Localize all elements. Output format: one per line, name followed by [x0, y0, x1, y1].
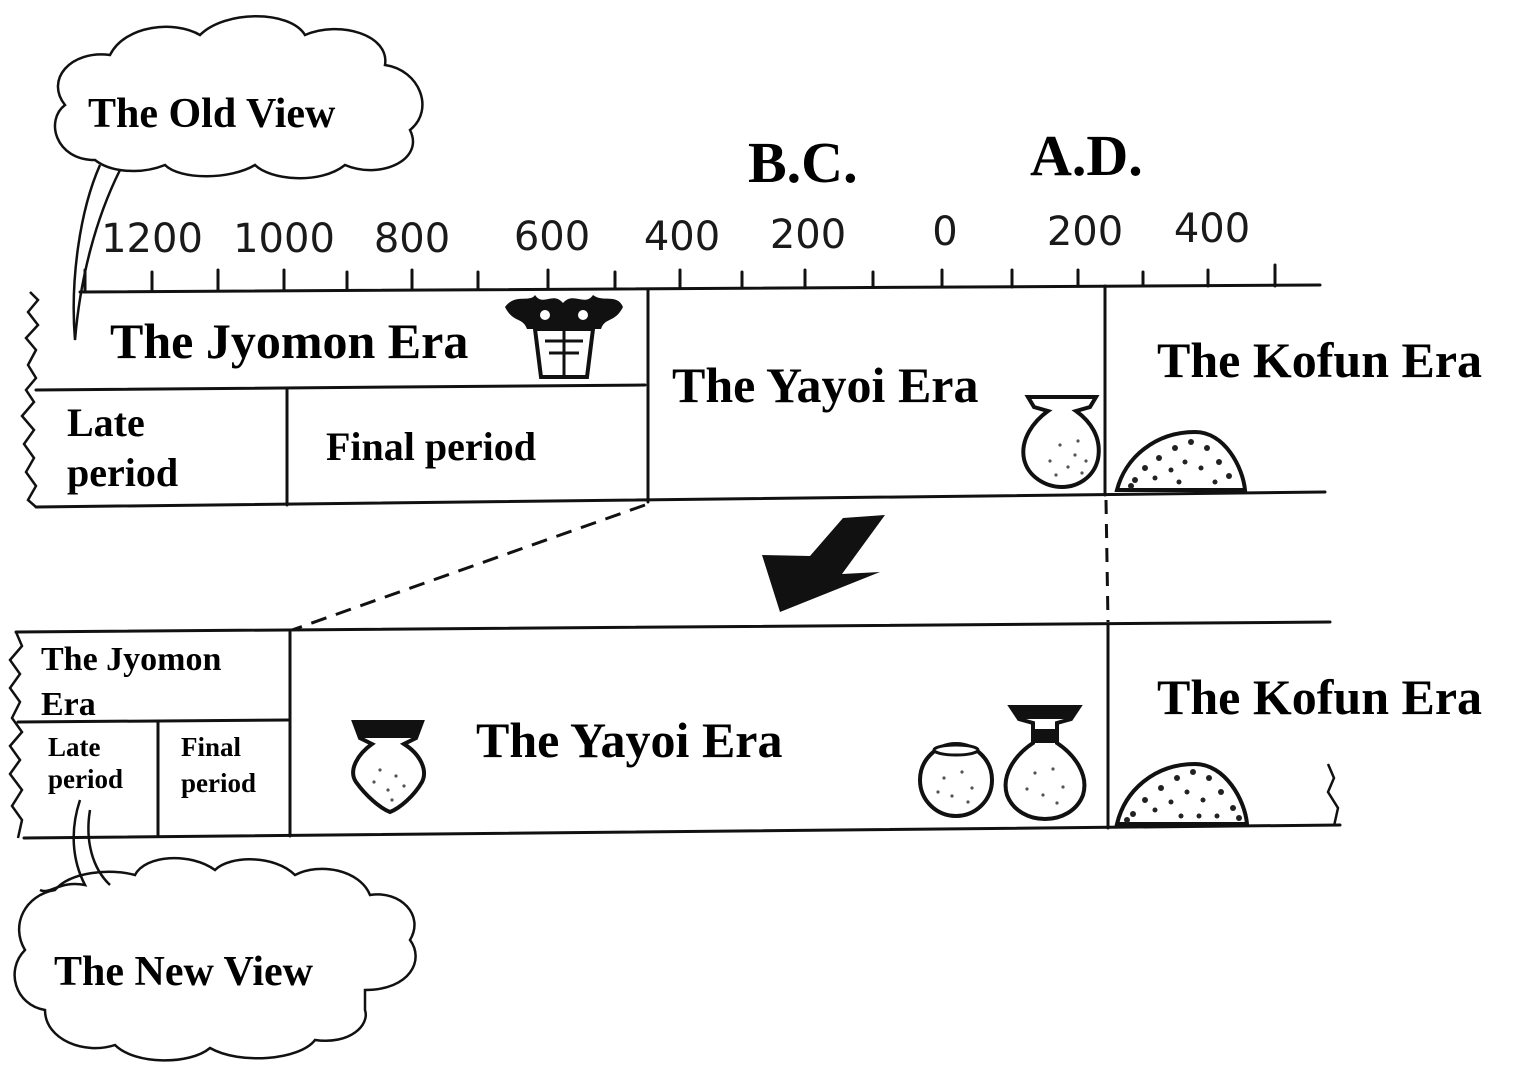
new-yayoi-era-label: The Yayoi Era [476, 712, 783, 768]
new-jyomon-era-line1: The Jyomon [41, 641, 222, 678]
old-view-band: The Jyomon Era Late period Final period … [20, 284, 1482, 509]
axis-tick-labels: 1200 1000 800 600 400 200 0 200 400 [101, 206, 1250, 262]
new-late-period-line2: period [48, 764, 123, 794]
tick-label-1200: 1200 [101, 216, 203, 262]
tick-label-800: 800 [374, 216, 450, 262]
arrow-down-left-icon [762, 515, 885, 612]
new-jyomon-era-line2: Era [41, 686, 96, 723]
old-view-callout-text: The Old View [88, 91, 336, 137]
new-kofun-era-label: The Kofun Era [1157, 669, 1482, 725]
jar-icon [1021, 395, 1101, 490]
tick-label-600: 600 [514, 214, 590, 260]
old-final-period-label: Final period [326, 424, 536, 469]
tall-jar-icon [1003, 705, 1087, 822]
flame-pot-icon [505, 295, 623, 379]
old-yayoi-era-label: The Yayoi Era [672, 357, 979, 413]
old-late-period-line2: period [67, 450, 178, 495]
tick-label-400-bc: 400 [644, 214, 720, 260]
new-final-period-line1: Final [181, 732, 242, 762]
new-view-band: The Jyomon Era Late period Final period … [8, 620, 1482, 840]
tick-label-400-ad: 400 [1174, 206, 1250, 252]
old-view-callout: The Old View [53, 15, 424, 341]
tick-label-200-bc: 200 [770, 212, 846, 258]
burial-mound-icon-new [1114, 761, 1250, 826]
old-jyomon-era-label: The Jyomon Era [110, 313, 468, 369]
round-pot-icon [918, 742, 994, 818]
tick-label-200-ad: 200 [1047, 209, 1123, 255]
connector-dashed-jyomon [291, 503, 646, 632]
tick-label-1000: 1000 [233, 216, 335, 262]
axis-ticks [83, 263, 1277, 294]
old-kofun-era-label: The Kofun Era [1157, 332, 1482, 388]
time-axis: 1200 1000 800 600 400 200 0 200 400 [78, 206, 1322, 294]
burial-mound-icon [1114, 429, 1248, 492]
bc-label: B.C. [748, 130, 858, 195]
tick-label-0: 0 [932, 209, 957, 255]
new-late-period-line1: Late [48, 732, 101, 762]
new-view-callout-text: The New View [54, 949, 314, 995]
ad-label: A.D. [1030, 123, 1143, 188]
new-view-callout: The New View [13, 799, 417, 1062]
old-late-period-line1: Late [67, 400, 145, 445]
new-final-period-line2: period [181, 768, 256, 798]
early-jar-icon [351, 720, 426, 815]
connector-dashed-kofun [1104, 499, 1110, 623]
